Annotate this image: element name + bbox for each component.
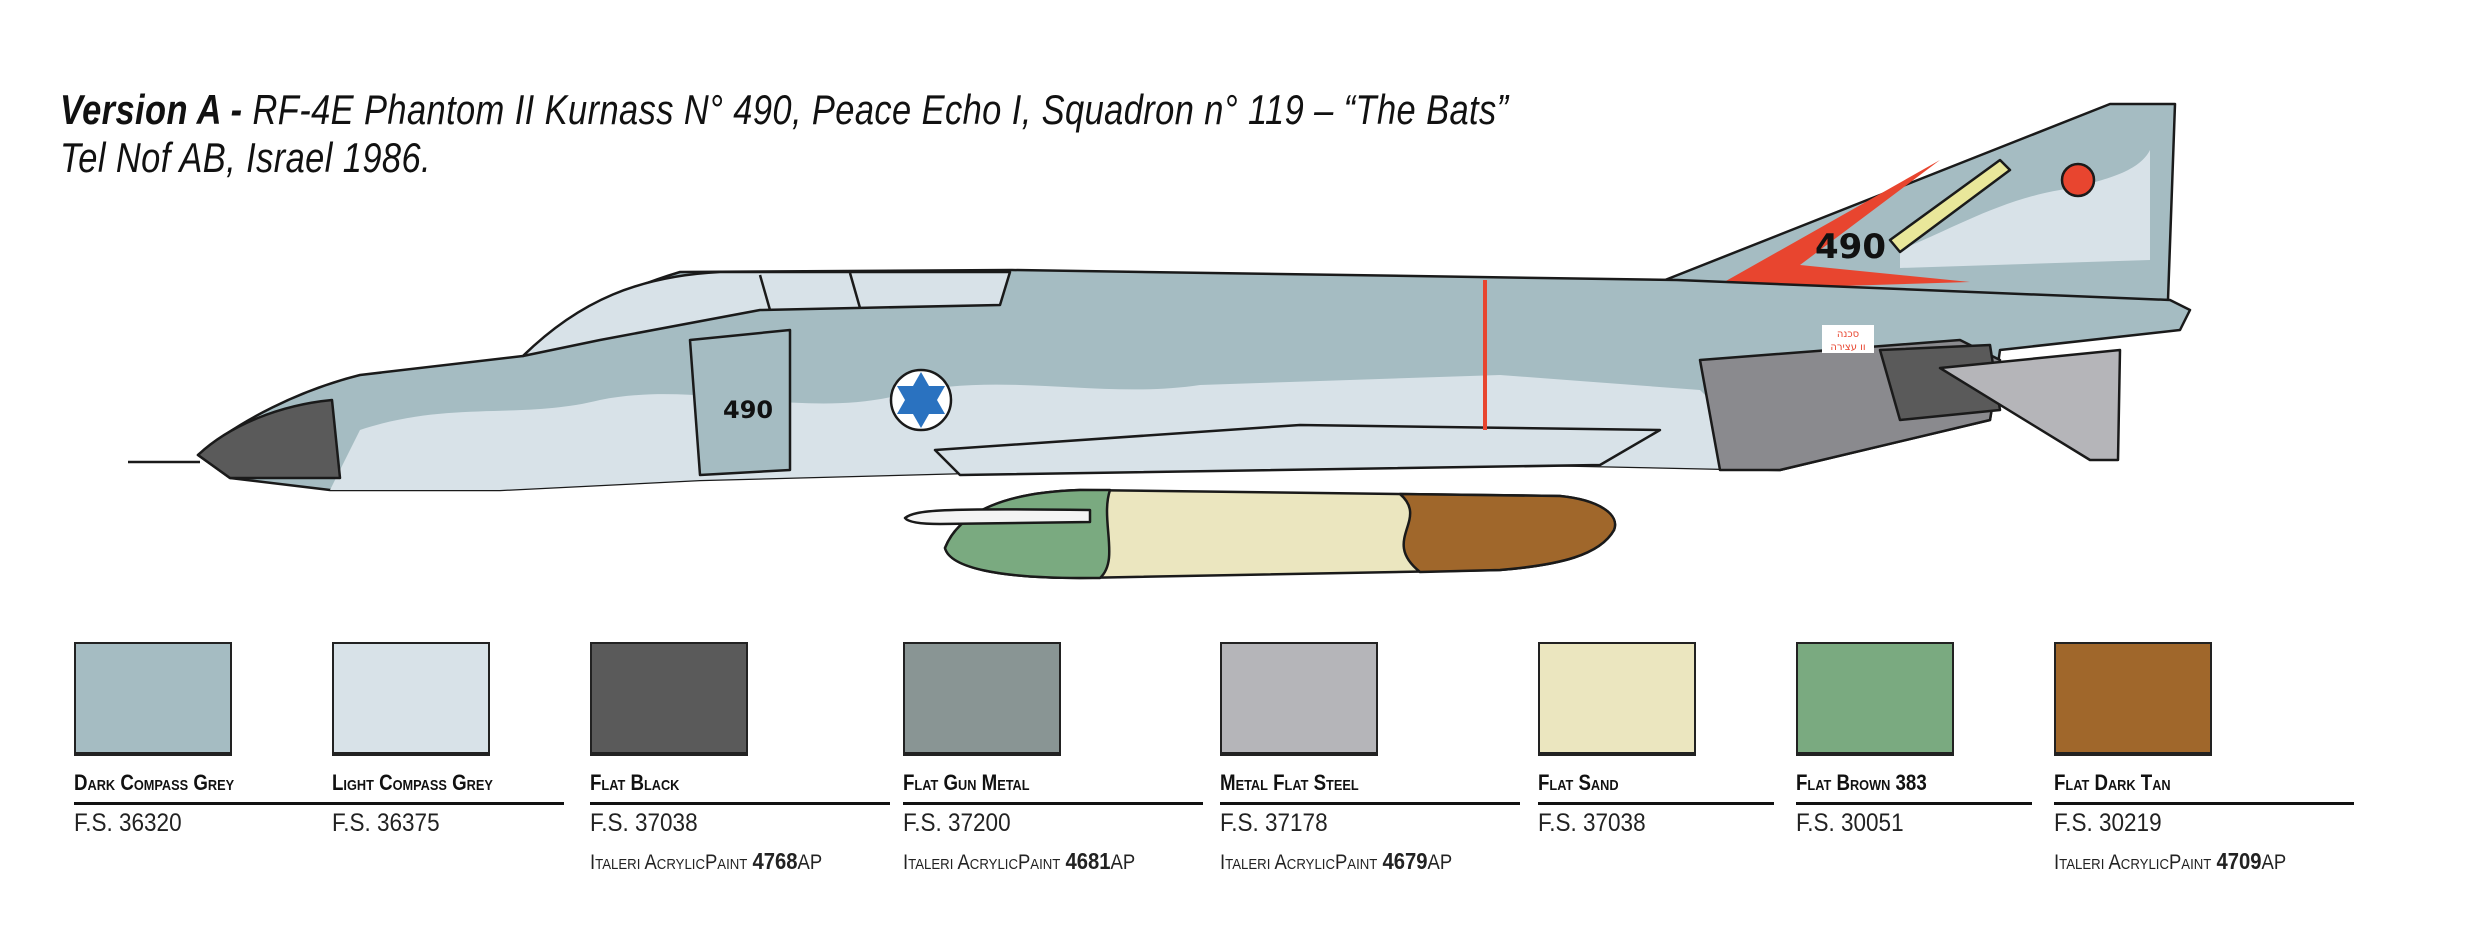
color-chip (1538, 642, 1696, 756)
tail-number: 490 (1815, 227, 1886, 267)
color-chip (1220, 642, 1378, 756)
paint-suffix: AP (2261, 851, 2287, 874)
paint-code: Italeri AcrylicPaint 4679AP (1220, 848, 1484, 875)
warning-decal (1822, 325, 1874, 353)
fs-code: F.S. 30219 (2054, 809, 2162, 837)
color-name: Light Compass Grey (332, 770, 493, 795)
color-name: Metal Flat Steel (1220, 770, 1359, 795)
color-swatch-flat-sand: Flat Sand F.S. 37038 (1538, 642, 1774, 838)
color-name: Flat Brown 383 (1796, 770, 1927, 795)
paint-code: Italeri AcrylicPaint 4768AP (590, 848, 854, 875)
divider (2054, 802, 2354, 805)
missile (903, 508, 1092, 526)
radome (196, 398, 342, 480)
fs-code: F.S. 37178 (1220, 809, 1328, 837)
intake (688, 328, 792, 477)
color-swatch-flat-black: Flat Black F.S. 37038 Italeri AcrylicPai… (590, 642, 890, 875)
nose-number: 490 (723, 396, 773, 424)
color-name: Flat Gun Metal (903, 770, 1030, 795)
color-chip (590, 642, 748, 756)
tail-red-flash (1710, 160, 1970, 290)
divider (1796, 802, 2032, 805)
paint-brand: Italeri AcrylicPaint (2054, 851, 2212, 874)
paint-number: 4709 (2216, 848, 2262, 874)
paint-brand: Italeri AcrylicPaint (590, 851, 748, 874)
color-chip (332, 642, 490, 756)
paint-number: 4679 (1382, 848, 1428, 874)
color-name: Flat Dark Tan (2054, 770, 2171, 795)
wing (933, 423, 1662, 477)
fs-code: F.S. 37200 (903, 809, 1011, 837)
warning-text-2: וו עצירה (1830, 342, 1865, 353)
paint-code: Italeri AcrylicPaint 4709AP (2054, 848, 2318, 875)
color-swatch-flat-brown-383: Flat Brown 383 F.S. 30051 (1796, 642, 2032, 838)
divider (903, 802, 1203, 805)
divider (1538, 802, 1774, 805)
divider (590, 802, 890, 805)
version-label: Version A - (60, 86, 243, 133)
color-swatch-dark-compass-grey: Dark Compass Grey F.S. 36320 (74, 642, 374, 838)
color-chip (2054, 642, 2212, 756)
stabilator (1938, 348, 2122, 462)
paint-code: Italeri AcrylicPaint 4681AP (903, 848, 1167, 875)
color-name: Dark Compass Grey (74, 770, 235, 795)
paint-brand: Italeri AcrylicPaint (903, 851, 1061, 874)
paint-suffix: AP (1110, 851, 1136, 874)
fs-code: F.S. 36320 (74, 809, 182, 837)
paint-brand: Italeri AcrylicPaint (1220, 851, 1378, 874)
color-swatch-flat-gun-metal: Flat Gun Metal F.S. 37200 Italeri Acryli… (903, 642, 1203, 875)
color-chip (903, 642, 1061, 756)
divider (74, 802, 374, 805)
color-swatch-flat-dark-tan: Flat Dark Tan F.S. 30219 Italeri Acrylic… (2054, 642, 2354, 875)
color-swatch-metal-flat-steel: Metal Flat Steel F.S. 37178 Italeri Acry… (1220, 642, 1520, 875)
color-chip (74, 642, 232, 756)
color-name: Flat Sand (1538, 770, 1619, 795)
warning-text-1: סכנה (1837, 329, 1859, 340)
title-line-2: Tel Nof AB, Israel 1986. (60, 134, 432, 181)
color-chip (1796, 642, 1954, 756)
fin-light-strip (1888, 158, 2012, 254)
title-line-1: Version A - RF-4E Phantom II Kurnass N° … (60, 86, 1509, 134)
paint-number: 4768 (752, 848, 798, 874)
fs-code: F.S. 37038 (590, 809, 698, 837)
aircraft-title: RF-4E Phantom II Kurnass N° 490, Peace E… (252, 86, 1509, 133)
aircraft-profile-illustration: 490 490 סכנה וו עצירה (128, 102, 2192, 580)
paint-suffix: AP (797, 851, 823, 874)
fs-code: F.S. 37038 (1538, 809, 1646, 837)
fs-code: F.S. 30051 (1796, 809, 1904, 837)
squadron-badge-bat (2060, 162, 2096, 198)
canopy (521, 270, 1012, 358)
paint-number: 4681 (1065, 848, 1111, 874)
fs-code: F.S. 36375 (332, 809, 440, 837)
divider (1220, 802, 1520, 805)
color-swatch-light-compass-grey: Light Compass Grey F.S. 36375 (332, 642, 564, 838)
paint-suffix: AP (1427, 851, 1453, 874)
divider (332, 802, 564, 805)
color-name: Flat Black (590, 770, 680, 795)
